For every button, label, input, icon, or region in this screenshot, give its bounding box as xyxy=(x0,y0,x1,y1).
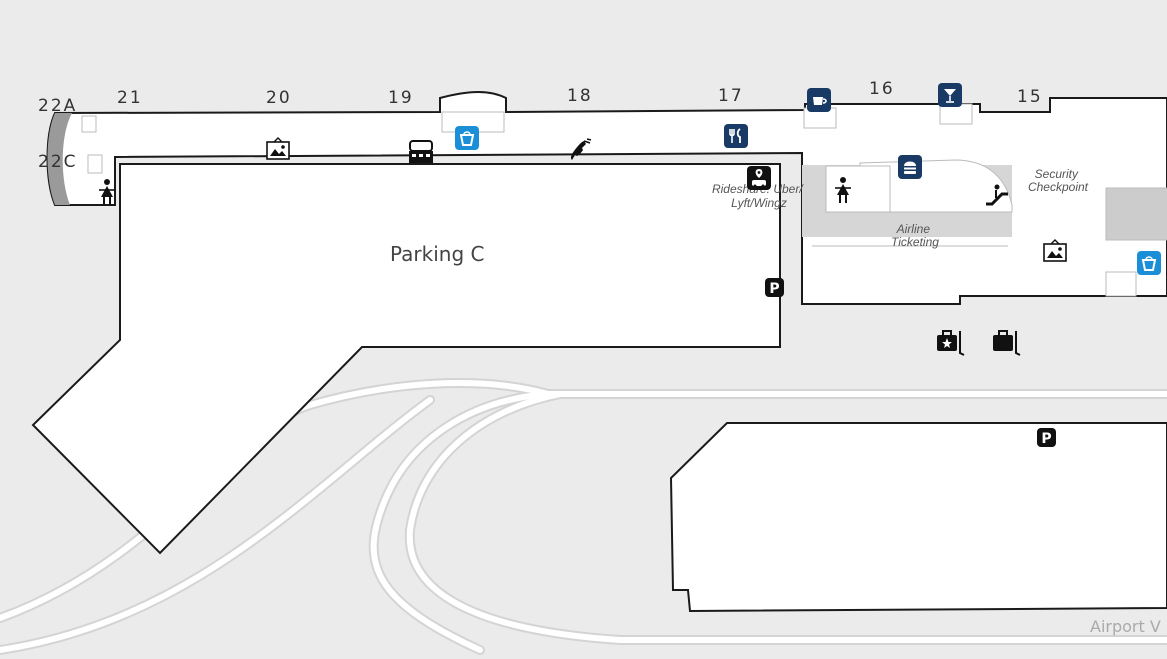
gate-21[interactable]: 21 xyxy=(117,88,143,108)
fork-knife-icon[interactable] xyxy=(724,124,748,148)
charging-station-icon[interactable] xyxy=(409,140,433,163)
burger-icon[interactable] xyxy=(898,155,922,179)
security-label: Security Checkpoint xyxy=(1028,167,1089,194)
cocktail-icon[interactable] xyxy=(938,83,962,107)
baggage-claim-icon[interactable] xyxy=(937,330,965,356)
svg-text:P: P xyxy=(769,281,779,297)
security-lane-block xyxy=(1105,187,1167,241)
coffee-icon[interactable] xyxy=(807,88,831,112)
ticketing-label: Airline Ticketing xyxy=(891,222,939,249)
gate-22c[interactable]: 22C xyxy=(38,152,78,172)
escalator-icon[interactable] xyxy=(986,184,1008,206)
woman-restroom-icon[interactable] xyxy=(99,179,115,205)
gate-20[interactable]: 20 xyxy=(266,88,292,108)
parking-c-label: Parking C xyxy=(390,242,484,266)
lower-parking-lot[interactable] xyxy=(669,422,1167,613)
gate-16[interactable]: 16 xyxy=(869,79,895,99)
woman-restroom-icon[interactable] xyxy=(835,177,851,203)
shopping-bag-icon[interactable] xyxy=(1137,251,1161,275)
terminal-end-cap xyxy=(47,113,72,205)
gate-22a[interactable]: 22A xyxy=(38,96,77,116)
small-room xyxy=(87,154,103,174)
small-room xyxy=(81,115,97,133)
baggage-claim-icon[interactable] xyxy=(993,330,1021,356)
gate-15[interactable]: 15 xyxy=(1017,87,1043,107)
parking-icon[interactable]: P xyxy=(765,278,784,297)
rideshare-pickup-icon[interactable] xyxy=(747,166,771,190)
road-label: Airport V xyxy=(1090,617,1161,636)
small-room xyxy=(1105,271,1137,297)
parking-c-lot[interactable] xyxy=(31,163,781,555)
parking-icon[interactable]: P xyxy=(1037,428,1056,447)
svg-text:P: P xyxy=(1041,431,1051,447)
gate-17[interactable]: 17 xyxy=(718,86,744,106)
gate-19[interactable]: 19 xyxy=(388,88,414,108)
restroom-block xyxy=(825,165,891,213)
phone-icon[interactable] xyxy=(570,138,592,160)
art-exhibit-icon[interactable] xyxy=(1043,239,1067,262)
art-exhibit-icon[interactable] xyxy=(266,137,290,160)
gate-18[interactable]: 18 xyxy=(567,86,593,106)
shopping-bag-icon[interactable] xyxy=(455,126,479,150)
